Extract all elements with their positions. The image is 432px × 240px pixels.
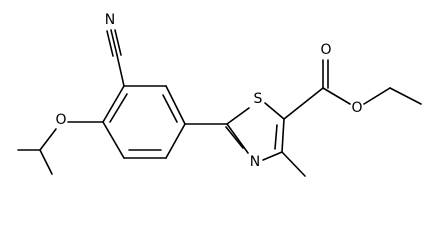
bond <box>226 123 249 154</box>
methyl-bond <box>281 151 306 177</box>
bond <box>162 94 178 123</box>
bond <box>106 30 114 57</box>
bond <box>165 85 186 125</box>
bond <box>389 87 422 105</box>
bond <box>281 118 285 153</box>
bond <box>116 54 125 87</box>
ester-oxygen-label: O <box>351 100 362 116</box>
bond <box>322 87 351 105</box>
bond <box>262 151 283 161</box>
bond <box>102 85 125 123</box>
bond <box>225 126 244 149</box>
ethyl-ester-group: O O <box>283 42 422 120</box>
bond <box>110 29 118 56</box>
thiazole-nitrogen-label: N <box>250 154 260 170</box>
carbonyl-oxygen-label: O <box>320 42 331 58</box>
bond <box>39 149 53 175</box>
bond <box>165 123 186 159</box>
bond <box>283 87 324 120</box>
ether-oxygen-label: O <box>55 112 66 128</box>
bond <box>39 128 57 151</box>
thiazole-ring: S N <box>225 91 285 170</box>
nitrile-group: N <box>105 12 125 87</box>
benzene-ring <box>102 85 186 159</box>
bond <box>109 93 128 123</box>
nitrile-nitrogen-label: N <box>105 12 115 28</box>
bond <box>114 29 122 56</box>
bond <box>102 121 125 159</box>
isopropoxy-group: O <box>17 112 104 175</box>
bond <box>363 87 391 105</box>
bond <box>274 124 278 150</box>
thiazole-sulfur-label: S <box>254 91 263 107</box>
skeletal-formula: N O S N <box>17 12 422 177</box>
structure-canvas: N O S N <box>17 12 422 177</box>
bond <box>264 102 285 120</box>
bond <box>226 107 250 125</box>
